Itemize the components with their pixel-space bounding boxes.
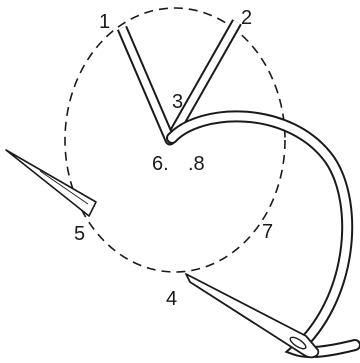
needle-bottom <box>186 274 318 357</box>
label-point-4: 4 <box>166 288 177 310</box>
label-point-3: 3 <box>172 91 183 113</box>
label-point-1: 1 <box>99 11 110 33</box>
needle-icon <box>6 150 96 216</box>
needle-left <box>6 150 96 216</box>
label-point-6: 6. <box>152 153 169 175</box>
label-point-7: 7 <box>262 221 273 243</box>
label-point-2: 2 <box>241 7 252 29</box>
label-point-5: 5 <box>74 223 85 245</box>
label-point-8: .8 <box>188 153 205 175</box>
